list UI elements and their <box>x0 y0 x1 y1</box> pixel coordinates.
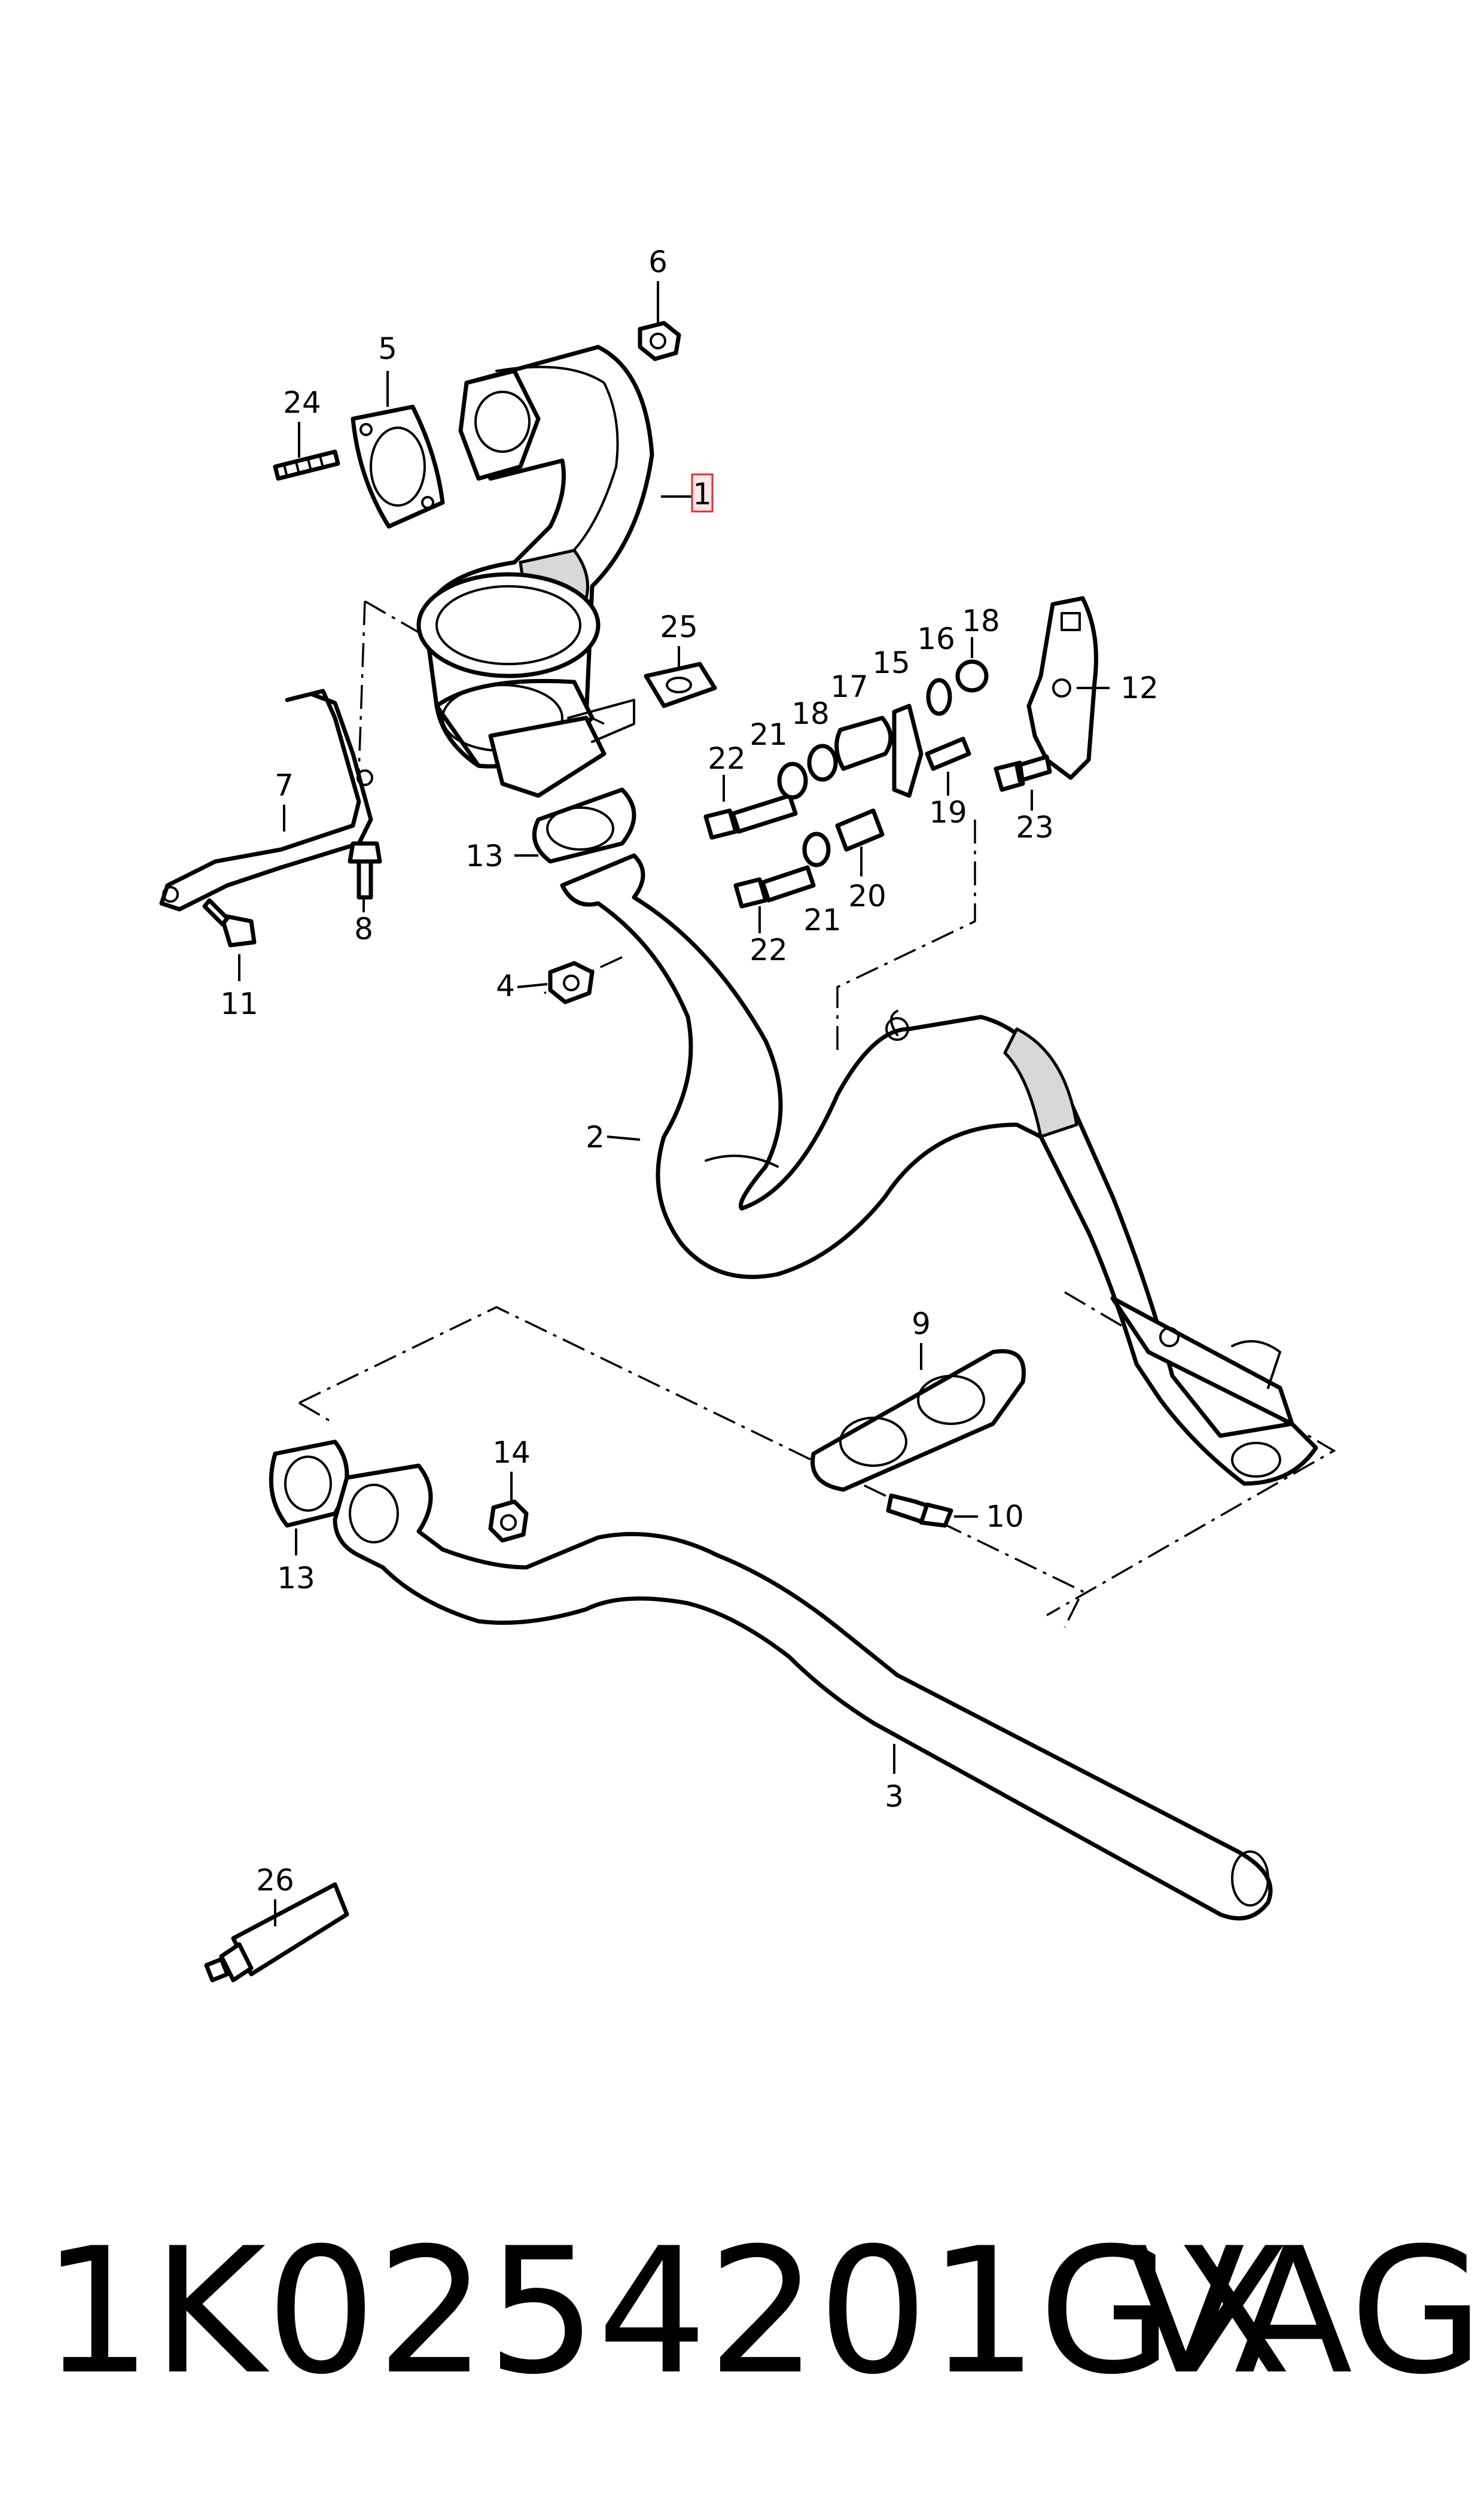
callout-leaders <box>238 281 1110 1926</box>
callout-5[interactable]: 5 <box>378 331 397 366</box>
bolt-part-8[interactable] <box>348 841 382 900</box>
bolt-part-22-lower[interactable] <box>733 865 816 909</box>
callout-13-upper[interactable]: 13 <box>465 839 504 873</box>
callout-4[interactable]: 4 <box>496 969 515 1003</box>
bolt-part-10[interactable] <box>886 1493 953 1528</box>
bolt-part-11[interactable] <box>202 898 257 948</box>
bracket-part-7[interactable] <box>159 689 373 912</box>
callout-15[interactable]: 15 <box>872 646 910 680</box>
bolt-part-22-upper[interactable] <box>703 793 798 840</box>
washer-part-18-upper[interactable] <box>807 744 838 782</box>
spring-part-20[interactable] <box>835 808 885 852</box>
callout-19[interactable]: 19 <box>929 795 967 830</box>
rear-pipe-part-3[interactable] <box>333 1463 1273 1921</box>
brand-caption: VAG <box>1126 2211 1484 2413</box>
callout-12[interactable]: 12 <box>1120 671 1159 705</box>
washer-part-18-right[interactable] <box>955 659 989 693</box>
callout-16[interactable]: 16 <box>917 622 955 656</box>
callout-2[interactable]: 2 <box>586 1120 605 1155</box>
callout-13-lower[interactable]: 13 <box>277 1561 315 1596</box>
callout-24[interactable]: 24 <box>283 385 321 420</box>
callout-labels: 1 2 3 4 5 6 7 8 9 10 11 12 13 13 14 15 1… <box>220 245 1159 1898</box>
callout-22-upper[interactable]: 22 <box>708 741 746 776</box>
callout-21-lower[interactable]: 21 <box>803 903 842 937</box>
callout-25[interactable]: 25 <box>660 610 698 644</box>
callout-3[interactable]: 3 <box>885 1779 904 1814</box>
nut-part-6[interactable] <box>638 321 681 361</box>
washer-part-21-upper[interactable] <box>777 762 808 800</box>
flange-gasket-part-9[interactable] <box>810 1349 1026 1492</box>
bolt-part-23[interactable] <box>994 754 1052 792</box>
sleeve-part-19[interactable] <box>925 736 971 771</box>
callout-20[interactable]: 20 <box>848 879 886 914</box>
stud-part-24[interactable] <box>273 449 340 481</box>
callout-14[interactable]: 14 <box>492 1435 531 1470</box>
callout-22-lower[interactable]: 22 <box>749 933 788 967</box>
callout-11[interactable]: 11 <box>220 987 258 1021</box>
nut-part-4[interactable] <box>548 961 595 1004</box>
washer-part-21-lower[interactable] <box>802 832 831 867</box>
callout-26[interactable]: 26 <box>256 1863 294 1898</box>
plate-part-25[interactable] <box>644 662 717 708</box>
callout-21-upper[interactable]: 21 <box>749 717 788 752</box>
callout-18-right[interactable]: 18 <box>962 604 1000 638</box>
callout-23[interactable]: 23 <box>1016 810 1054 845</box>
part-number-caption: 1K0254201GX <box>42 2211 1292 2413</box>
callout-1[interactable]: 1 <box>693 477 712 511</box>
callout-17[interactable]: 17 <box>830 669 869 704</box>
callout-6[interactable]: 6 <box>648 245 668 279</box>
spacer-part-17[interactable] <box>834 715 893 771</box>
hardware-stack <box>703 659 1052 909</box>
flange-gasket-part-13-upper[interactable] <box>532 787 636 864</box>
callout-8[interactable]: 8 <box>354 912 373 946</box>
bracket-part-15[interactable] <box>892 704 924 798</box>
nut-part-14[interactable] <box>488 1499 529 1543</box>
sealant-tube-part-26[interactable] <box>204 1882 349 1983</box>
highlight-box-part-1 <box>691 473 714 513</box>
callout-10[interactable]: 10 <box>986 1499 1024 1534</box>
washer-part-16[interactable] <box>926 678 952 716</box>
gasket-part-5[interactable] <box>351 404 445 529</box>
callout-9[interactable]: 9 <box>912 1307 931 1341</box>
front-pipe-part-2[interactable] <box>560 853 1318 1486</box>
callout-7[interactable]: 7 <box>275 768 294 803</box>
callout-18-upper[interactable]: 18 <box>791 696 830 731</box>
catalytic-converter-part-1[interactable] <box>416 345 654 798</box>
